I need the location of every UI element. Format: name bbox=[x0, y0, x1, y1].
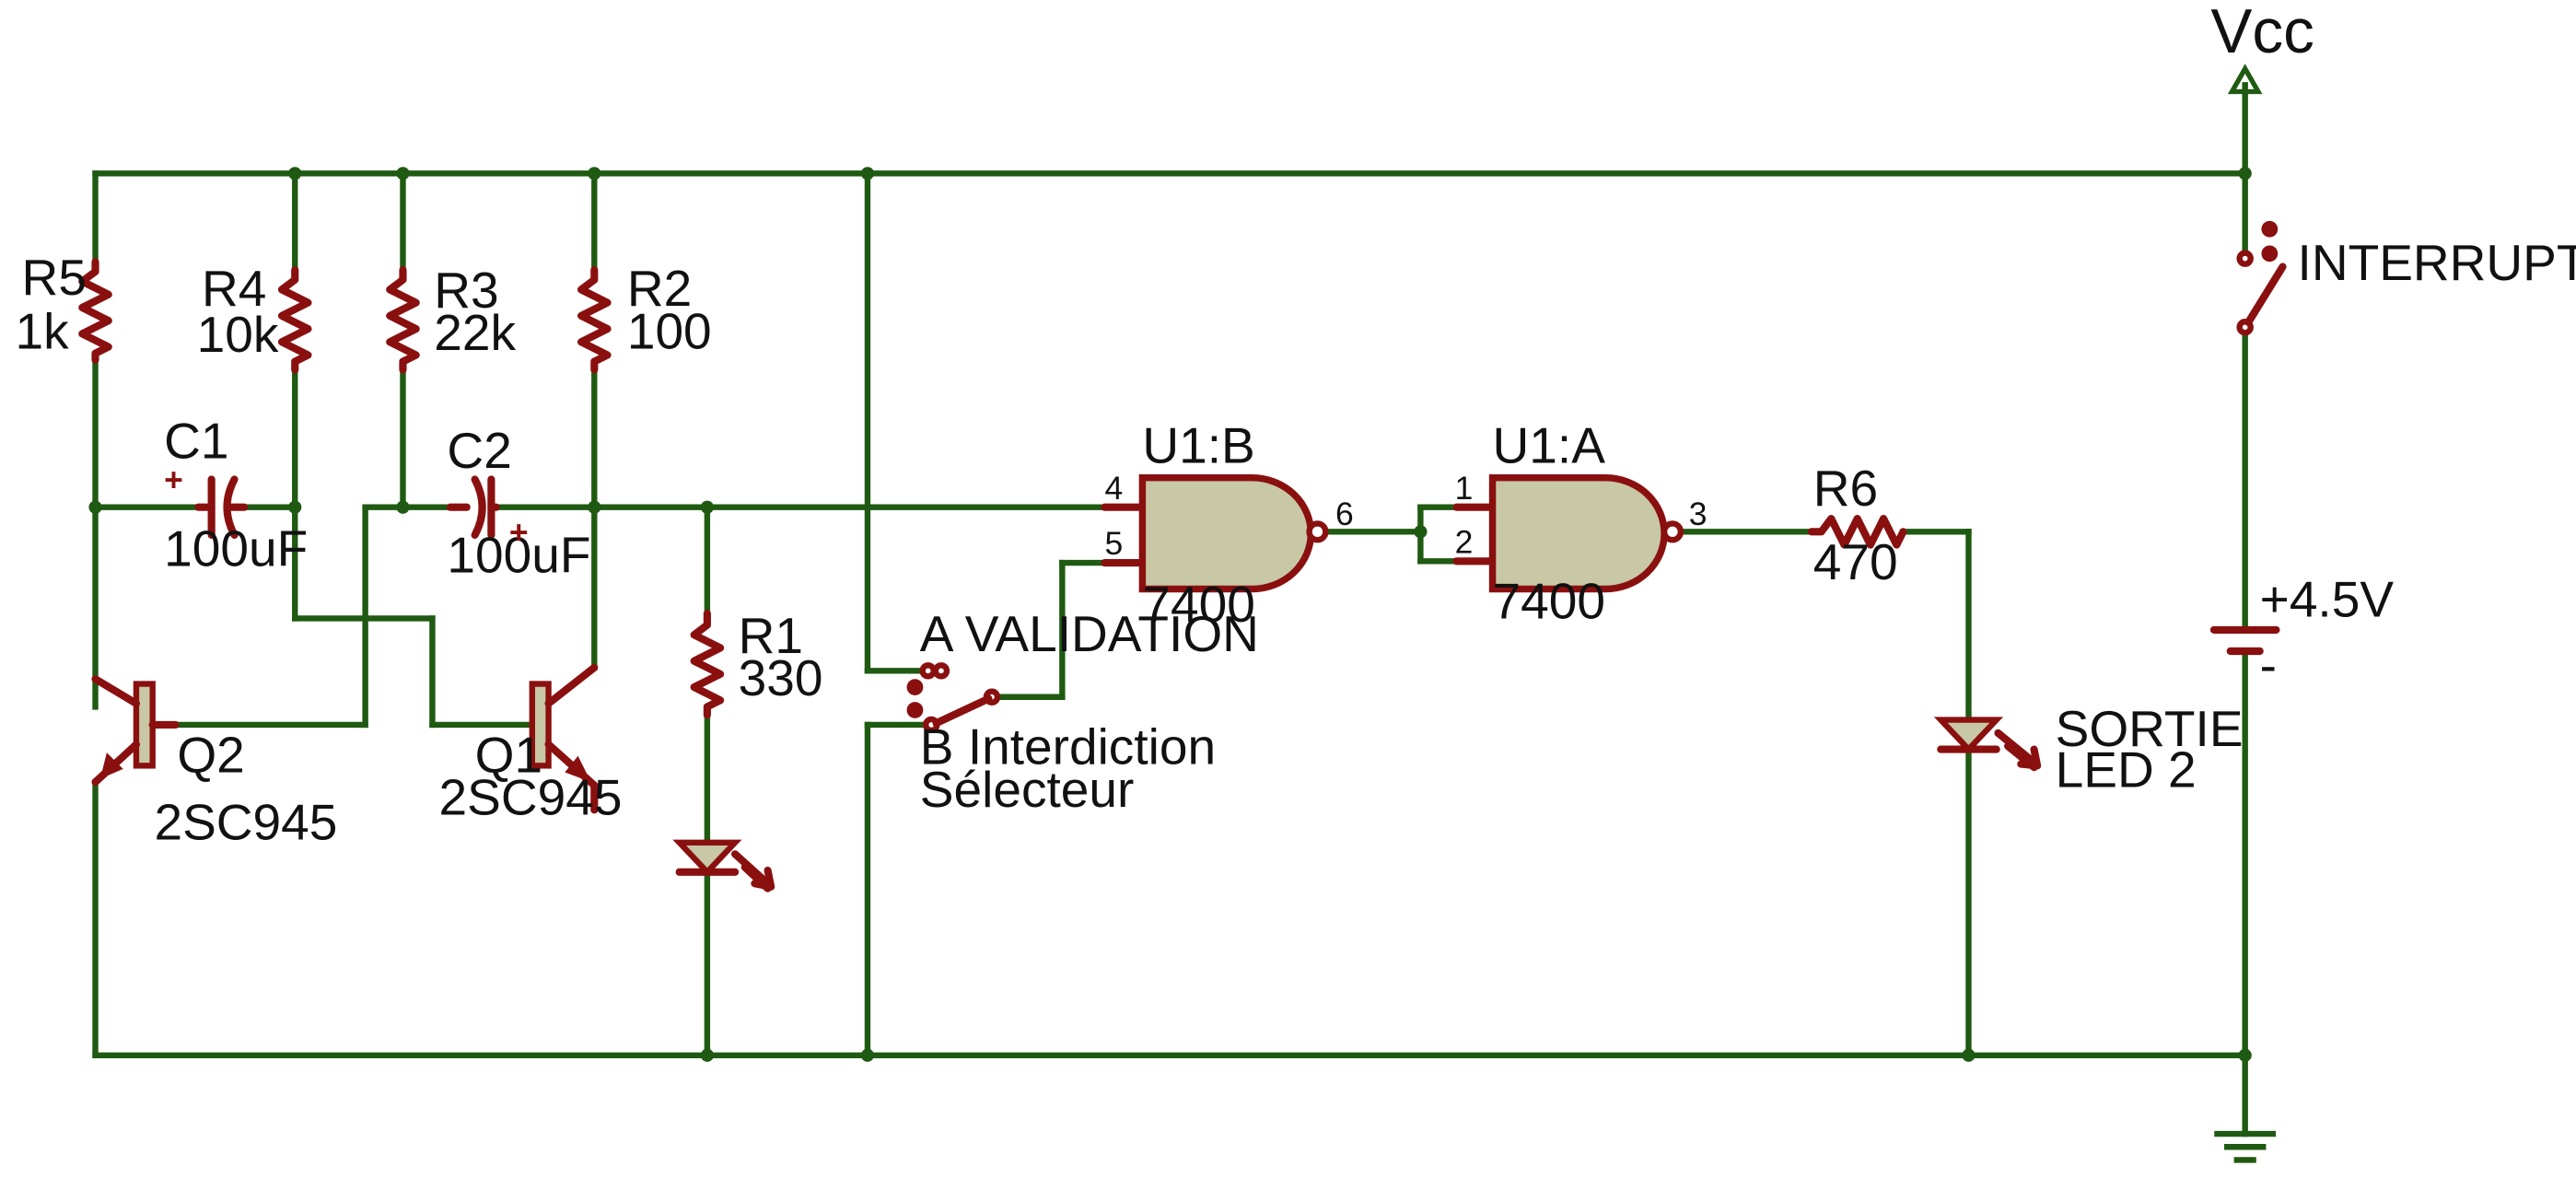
r5-value: 1k bbox=[15, 302, 69, 359]
output-led-line1: SORTIE bbox=[2056, 700, 2244, 757]
q1-ref: Q1 bbox=[475, 726, 542, 783]
q2-transistor bbox=[91, 675, 180, 787]
c1-value: 100uF bbox=[164, 520, 308, 577]
r6-resistor bbox=[1807, 515, 1907, 549]
u1b-ref: U1:B bbox=[1142, 417, 1254, 474]
r6-value: 470 bbox=[1813, 533, 1898, 590]
nand-gate-u1b bbox=[1101, 473, 1329, 593]
r4-ref: R4 bbox=[202, 260, 266, 317]
led1 bbox=[672, 839, 775, 892]
q2-value: 2SC945 bbox=[154, 793, 337, 850]
nand-gate-u1a bbox=[1452, 473, 1684, 593]
u1b-pin-4: 4 bbox=[1105, 470, 1124, 507]
battery-minus: - bbox=[2260, 636, 2277, 694]
ground-icon bbox=[2214, 1130, 2277, 1163]
q1-value: 2SC945 bbox=[439, 769, 623, 826]
output-led-line2: LED 2 bbox=[2056, 741, 2197, 798]
r1-resistor bbox=[690, 610, 725, 719]
c1-plus: + bbox=[164, 461, 183, 498]
r5-resistor bbox=[78, 258, 112, 364]
r3-value: 22k bbox=[434, 304, 516, 361]
r4-value: 10k bbox=[197, 306, 279, 363]
u1a-part: 7400 bbox=[1493, 572, 1605, 629]
battery-value: +4.5V bbox=[2260, 571, 2395, 628]
u1a-ref: U1:A bbox=[1493, 417, 1606, 474]
c2-plus: + bbox=[509, 514, 529, 551]
r1-value: 330 bbox=[739, 649, 823, 706]
selector-b-label: B Interdiction bbox=[920, 718, 1216, 776]
selector-name: Sélecteur bbox=[920, 761, 1135, 818]
vcc-label: Vcc bbox=[2210, 0, 2314, 66]
interrupteur-switch bbox=[2236, 220, 2287, 336]
junctions bbox=[88, 167, 2252, 1062]
interrupteur-label: INTERRUPTEUR bbox=[2298, 234, 2576, 291]
c1-ref: C1 bbox=[164, 412, 228, 469]
u1b-pin-5: 5 bbox=[1105, 525, 1124, 562]
r6-ref: R6 bbox=[1813, 460, 1878, 517]
u1a-pin-3: 3 bbox=[1689, 496, 1708, 532]
u1b-part: 7400 bbox=[1142, 576, 1254, 633]
c2-ref: C2 bbox=[447, 422, 511, 479]
q1-transistor bbox=[529, 663, 599, 814]
u1a-pin-1: 1 bbox=[1455, 470, 1474, 507]
selector-switch bbox=[906, 662, 1001, 734]
r2-value: 100 bbox=[627, 302, 712, 359]
c1-capacitor bbox=[194, 475, 249, 539]
q2-ref: Q2 bbox=[177, 726, 244, 783]
c2-capacitor bbox=[446, 475, 500, 539]
led2 bbox=[1933, 717, 2042, 772]
r2-resistor bbox=[577, 266, 612, 374]
r3-resistor bbox=[386, 266, 420, 374]
selector-a-label: A VALIDATION bbox=[920, 605, 1259, 662]
r1-ref: R1 bbox=[739, 607, 803, 664]
c2-value: 100uF bbox=[447, 527, 590, 584]
r3-ref: R3 bbox=[434, 262, 498, 319]
u1b-pin-6: 6 bbox=[1335, 496, 1354, 532]
u1a-pin-2: 2 bbox=[1455, 523, 1474, 560]
labels: R5 1k R4 10k R3 22k R2 100 R1 330 R6 470… bbox=[15, 0, 2576, 850]
battery bbox=[2209, 625, 2280, 656]
r4-resistor bbox=[277, 266, 312, 374]
r2-ref: R2 bbox=[627, 260, 692, 317]
vcc-arrow-icon bbox=[2227, 64, 2263, 95]
r5-ref: R5 bbox=[22, 249, 87, 306]
